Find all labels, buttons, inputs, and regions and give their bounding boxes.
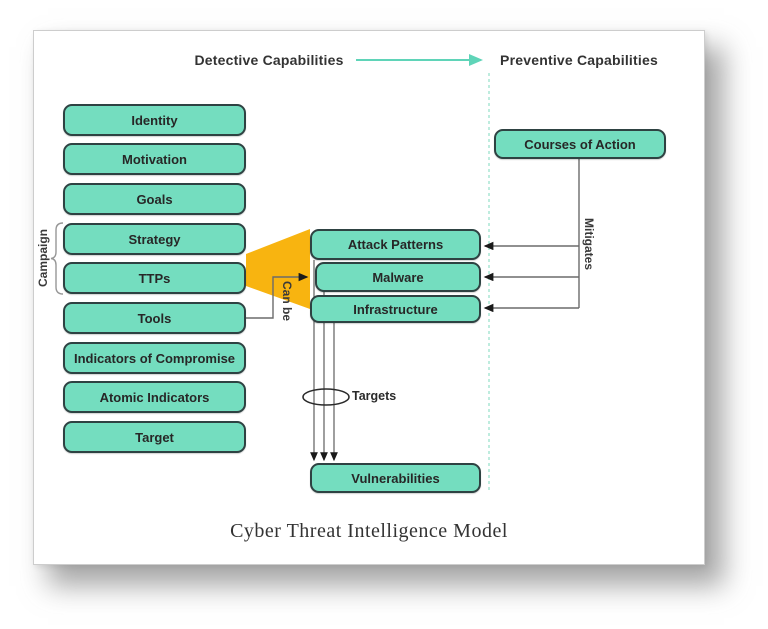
campaign-label: Campaign xyxy=(36,228,50,288)
node-motivation: Motivation xyxy=(63,143,246,175)
ttps-funnel-arrow xyxy=(246,229,310,309)
targets-ellipse xyxy=(302,388,350,406)
targets-label: Targets xyxy=(352,389,397,403)
diagram-page: Detective Capabilities Preventive Capabi… xyxy=(33,30,705,565)
node-malware: Malware xyxy=(315,262,481,292)
campaign-brace xyxy=(50,222,64,295)
detective-capabilities-label: Detective Capabilities xyxy=(194,52,344,68)
figure-caption: Cyber Threat Intelligence Model xyxy=(230,520,508,542)
preventive-capabilities-label: Preventive Capabilities xyxy=(500,52,658,68)
node-atomic-indicators: Atomic Indicators xyxy=(63,381,246,413)
node-indicators-of-compromise: Indicators of Compromise xyxy=(63,342,246,374)
node-attack-patterns: Attack Patterns xyxy=(310,229,481,260)
node-infrastructure: Infrastructure xyxy=(310,295,481,323)
node-tools: Tools xyxy=(63,302,246,334)
node-goals: Goals xyxy=(63,183,246,215)
node-ttps: TTPs xyxy=(63,262,246,294)
can-be-label: Can be xyxy=(280,280,294,322)
mitigates-label: Mitigates xyxy=(582,217,596,271)
can-be-connector xyxy=(246,272,309,319)
node-target: Target xyxy=(63,421,246,453)
node-courses-of-action: Courses of Action xyxy=(494,129,666,159)
node-vulnerabilities: Vulnerabilities xyxy=(310,463,481,493)
connector-layer xyxy=(50,54,580,493)
node-strategy: Strategy xyxy=(63,223,246,255)
node-identity: Identity xyxy=(63,104,246,136)
